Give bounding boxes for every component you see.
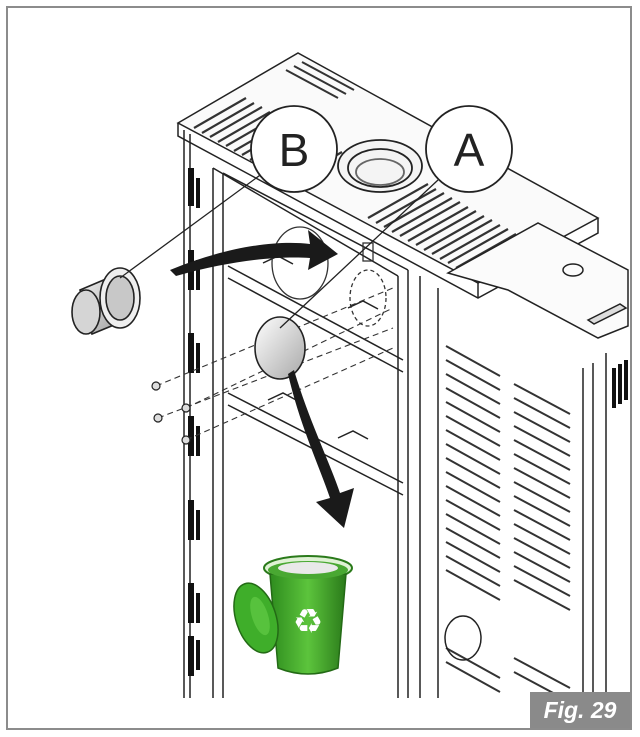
top-hatch-cover (446, 222, 629, 339)
back-panel-louvers-right-column (513, 383, 571, 611)
discard-arrow (288, 370, 354, 528)
back-panel-louvers-left-column (445, 345, 501, 601)
screws (151, 381, 191, 445)
recycle-bin: ♻ (233, 555, 353, 675)
callout-b-letter: B (279, 124, 310, 176)
rear-flue-opening (271, 226, 387, 327)
callout-leader-lines (119, 172, 439, 329)
flue-outlet-ring (337, 139, 423, 193)
rear-frame-crossbars (227, 255, 404, 496)
install-arrow (170, 230, 338, 276)
callout-a-letter: A (454, 124, 485, 176)
flue-cap-b (71, 267, 141, 336)
callout-a: A (425, 105, 513, 193)
recycle-icon: ♻ (293, 602, 323, 642)
right-side-vents (612, 360, 628, 408)
callout-b: B (250, 105, 338, 193)
stove-assembly-diagram: ♻ B A (71, 52, 629, 703)
back-panel-lower-louvers (445, 647, 571, 703)
top-vent-grille-right (367, 183, 517, 269)
figure-label: Fig. 29 (530, 692, 630, 728)
figure-frame: ♻ B A Fig. 29 (6, 6, 632, 730)
cover-disc-a (254, 316, 306, 380)
inspection-hatch (444, 615, 482, 661)
